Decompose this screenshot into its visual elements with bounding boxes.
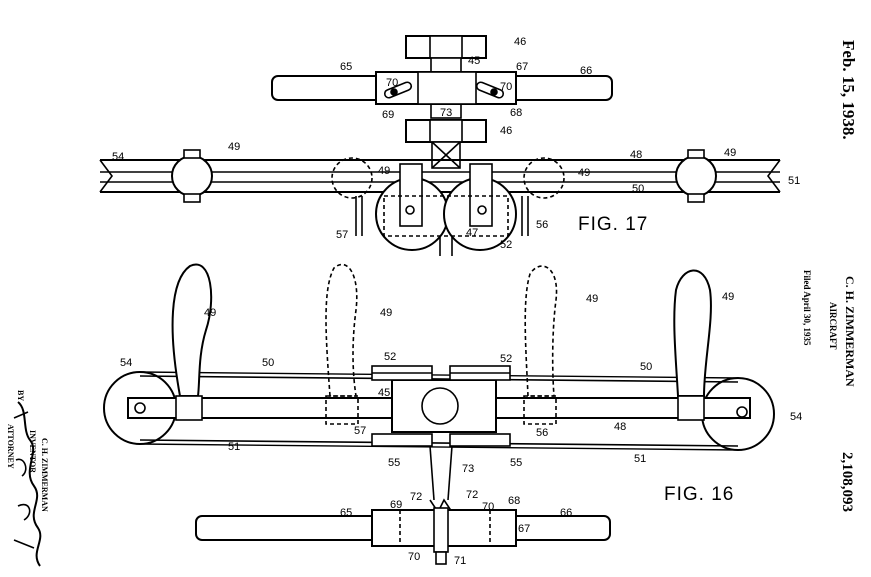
label-55-left: 55 <box>388 457 400 469</box>
label-54-left: 54 <box>120 357 132 369</box>
figure-16-caption: FIG. 16 <box>664 484 734 505</box>
label-65: 65 <box>340 61 352 73</box>
label-67: 67 <box>518 523 530 535</box>
header-date: Feb. 15, 1938. <box>839 40 858 140</box>
label-66: 66 <box>560 507 572 519</box>
label-51: 51 <box>788 175 800 187</box>
label-49-dashed-right: 49 <box>578 167 590 179</box>
label-52: 52 <box>500 239 512 251</box>
label-70-right: 70 <box>500 81 512 93</box>
figure-16 <box>103 263 775 565</box>
label-46-lower: 46 <box>500 125 512 137</box>
label-72-left: 72 <box>410 491 422 503</box>
label-54: 54 <box>112 151 124 163</box>
header-filed: Filed April 30, 1935 <box>802 270 812 346</box>
label-71: 71 <box>454 555 466 567</box>
patent-header: Feb. 15, 1938. C. H. ZIMMERMAN AIRCRAFT … <box>802 40 858 512</box>
label-48: 48 <box>614 421 626 433</box>
label-49-handle-right: 49 <box>722 291 734 303</box>
inventor-name-small: C. H. ZIMMERMAN <box>40 438 49 512</box>
label-73: 73 <box>440 107 452 119</box>
attorney-signature <box>17 401 42 567</box>
figure-16-labels: 49 49 49 49 54 50 52 52 50 45 57 56 48 5… <box>120 291 802 567</box>
label-73: 73 <box>462 463 474 475</box>
header-patent-number: 2,108,093 <box>839 452 855 512</box>
label-68: 68 <box>510 107 522 119</box>
label-70-upper: 70 <box>482 501 494 513</box>
label-70-left: 70 <box>386 77 398 89</box>
label-56: 56 <box>536 219 548 231</box>
label-68: 68 <box>508 495 520 507</box>
by-label: BY <box>16 390 25 401</box>
label-51-right: 51 <box>634 453 646 465</box>
label-69: 69 <box>390 499 402 511</box>
inventor-block: INVENTOR C. H. ZIMMERMAN BY ATTORNEY <box>6 390 49 567</box>
figure-17-caption: FIG. 17 <box>578 214 648 235</box>
attorney-label: ATTORNEY <box>6 424 15 469</box>
figure-17 <box>99 35 781 256</box>
label-69: 69 <box>382 109 394 121</box>
label-49-dashed-left: 49 <box>378 165 390 177</box>
label-57: 57 <box>354 425 366 437</box>
label-70-lower: 70 <box>408 551 420 563</box>
label-52-right: 52 <box>500 353 512 365</box>
label-50-right: 50 <box>640 361 652 373</box>
label-49-left: 49 <box>228 141 240 153</box>
label-50: 50 <box>632 183 644 195</box>
label-52-left: 52 <box>384 351 396 363</box>
label-55-right: 55 <box>510 457 522 469</box>
label-56: 56 <box>536 427 548 439</box>
label-45: 45 <box>378 387 390 399</box>
label-57: 57 <box>336 229 348 241</box>
header-inventor-name: C. H. ZIMMERMAN <box>843 276 857 387</box>
label-54-right: 54 <box>790 411 802 423</box>
label-65: 65 <box>340 507 352 519</box>
header-title: AIRCRAFT <box>828 302 838 350</box>
label-49-dashed-right: 49 <box>586 293 598 305</box>
figure-17-labels: 46 45 65 67 66 70 70 69 73 68 46 54 49 4… <box>112 36 800 251</box>
label-45: 45 <box>468 55 480 67</box>
label-72-right: 72 <box>466 489 478 501</box>
label-48: 48 <box>630 149 642 161</box>
label-51-left: 51 <box>228 441 240 453</box>
signature-flourish <box>13 411 35 549</box>
label-66: 66 <box>580 65 592 77</box>
label-46-top: 46 <box>514 36 526 48</box>
label-49-handle-left: 49 <box>204 307 216 319</box>
label-50-left: 50 <box>262 357 274 369</box>
label-67: 67 <box>516 61 528 73</box>
label-47: 47 <box>466 227 478 239</box>
label-49-dashed-left: 49 <box>380 307 392 319</box>
label-49-right: 49 <box>724 147 736 159</box>
